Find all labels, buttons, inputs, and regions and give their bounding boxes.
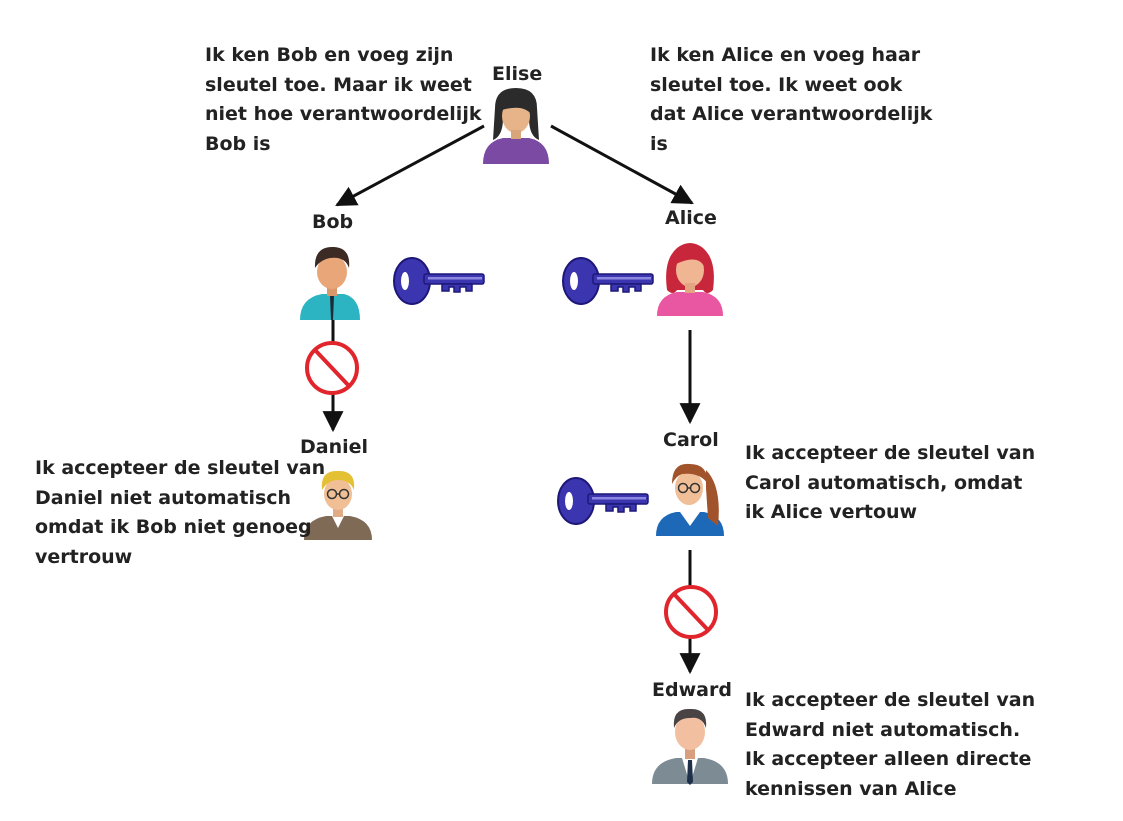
person-name-carol: Carol	[663, 429, 719, 451]
arrows	[322, 124, 701, 675]
key-icon	[393, 257, 485, 305]
key-icon	[562, 257, 654, 305]
man-suit-avatar-icon	[652, 708, 728, 785]
person-name-edward: Edward	[652, 679, 732, 701]
note-about-daniel: Ik accepteer de sleutel van Daniel niet …	[35, 457, 326, 568]
note-elise-about-alice: Ik ken Alice en voeg haar sleutel toe. I…	[650, 44, 933, 155]
woman-glasses-avatar-icon	[656, 463, 724, 536]
person-name-daniel: Daniel	[300, 436, 369, 458]
person-name-elise: Elise	[492, 63, 543, 85]
person-name-bob: Bob	[312, 211, 354, 233]
prohibited-icon	[305, 341, 359, 395]
woman-dark-hair-avatar-icon	[483, 88, 549, 164]
arrow-elise-to-bob	[335, 124, 485, 207]
key-icon	[557, 477, 649, 525]
note-elise-about-bob: Ik ken Bob en voeg zijn sleutel toe. Maa…	[205, 44, 482, 155]
arrow-elise-to-alice	[550, 124, 694, 205]
person-name-alice: Alice	[665, 207, 717, 229]
man-glasses-blond-avatar-icon	[304, 470, 372, 540]
note-about-edward: Ik accepteer de sleutel van Edward niet …	[745, 689, 1036, 800]
woman-red-hair-avatar-icon	[657, 243, 723, 316]
prohibited-icon	[664, 585, 718, 639]
man-teal-shirt-avatar-icon	[300, 246, 360, 320]
note-about-carol: Ik accepteer de sleutel van Carol automa…	[745, 442, 1036, 523]
